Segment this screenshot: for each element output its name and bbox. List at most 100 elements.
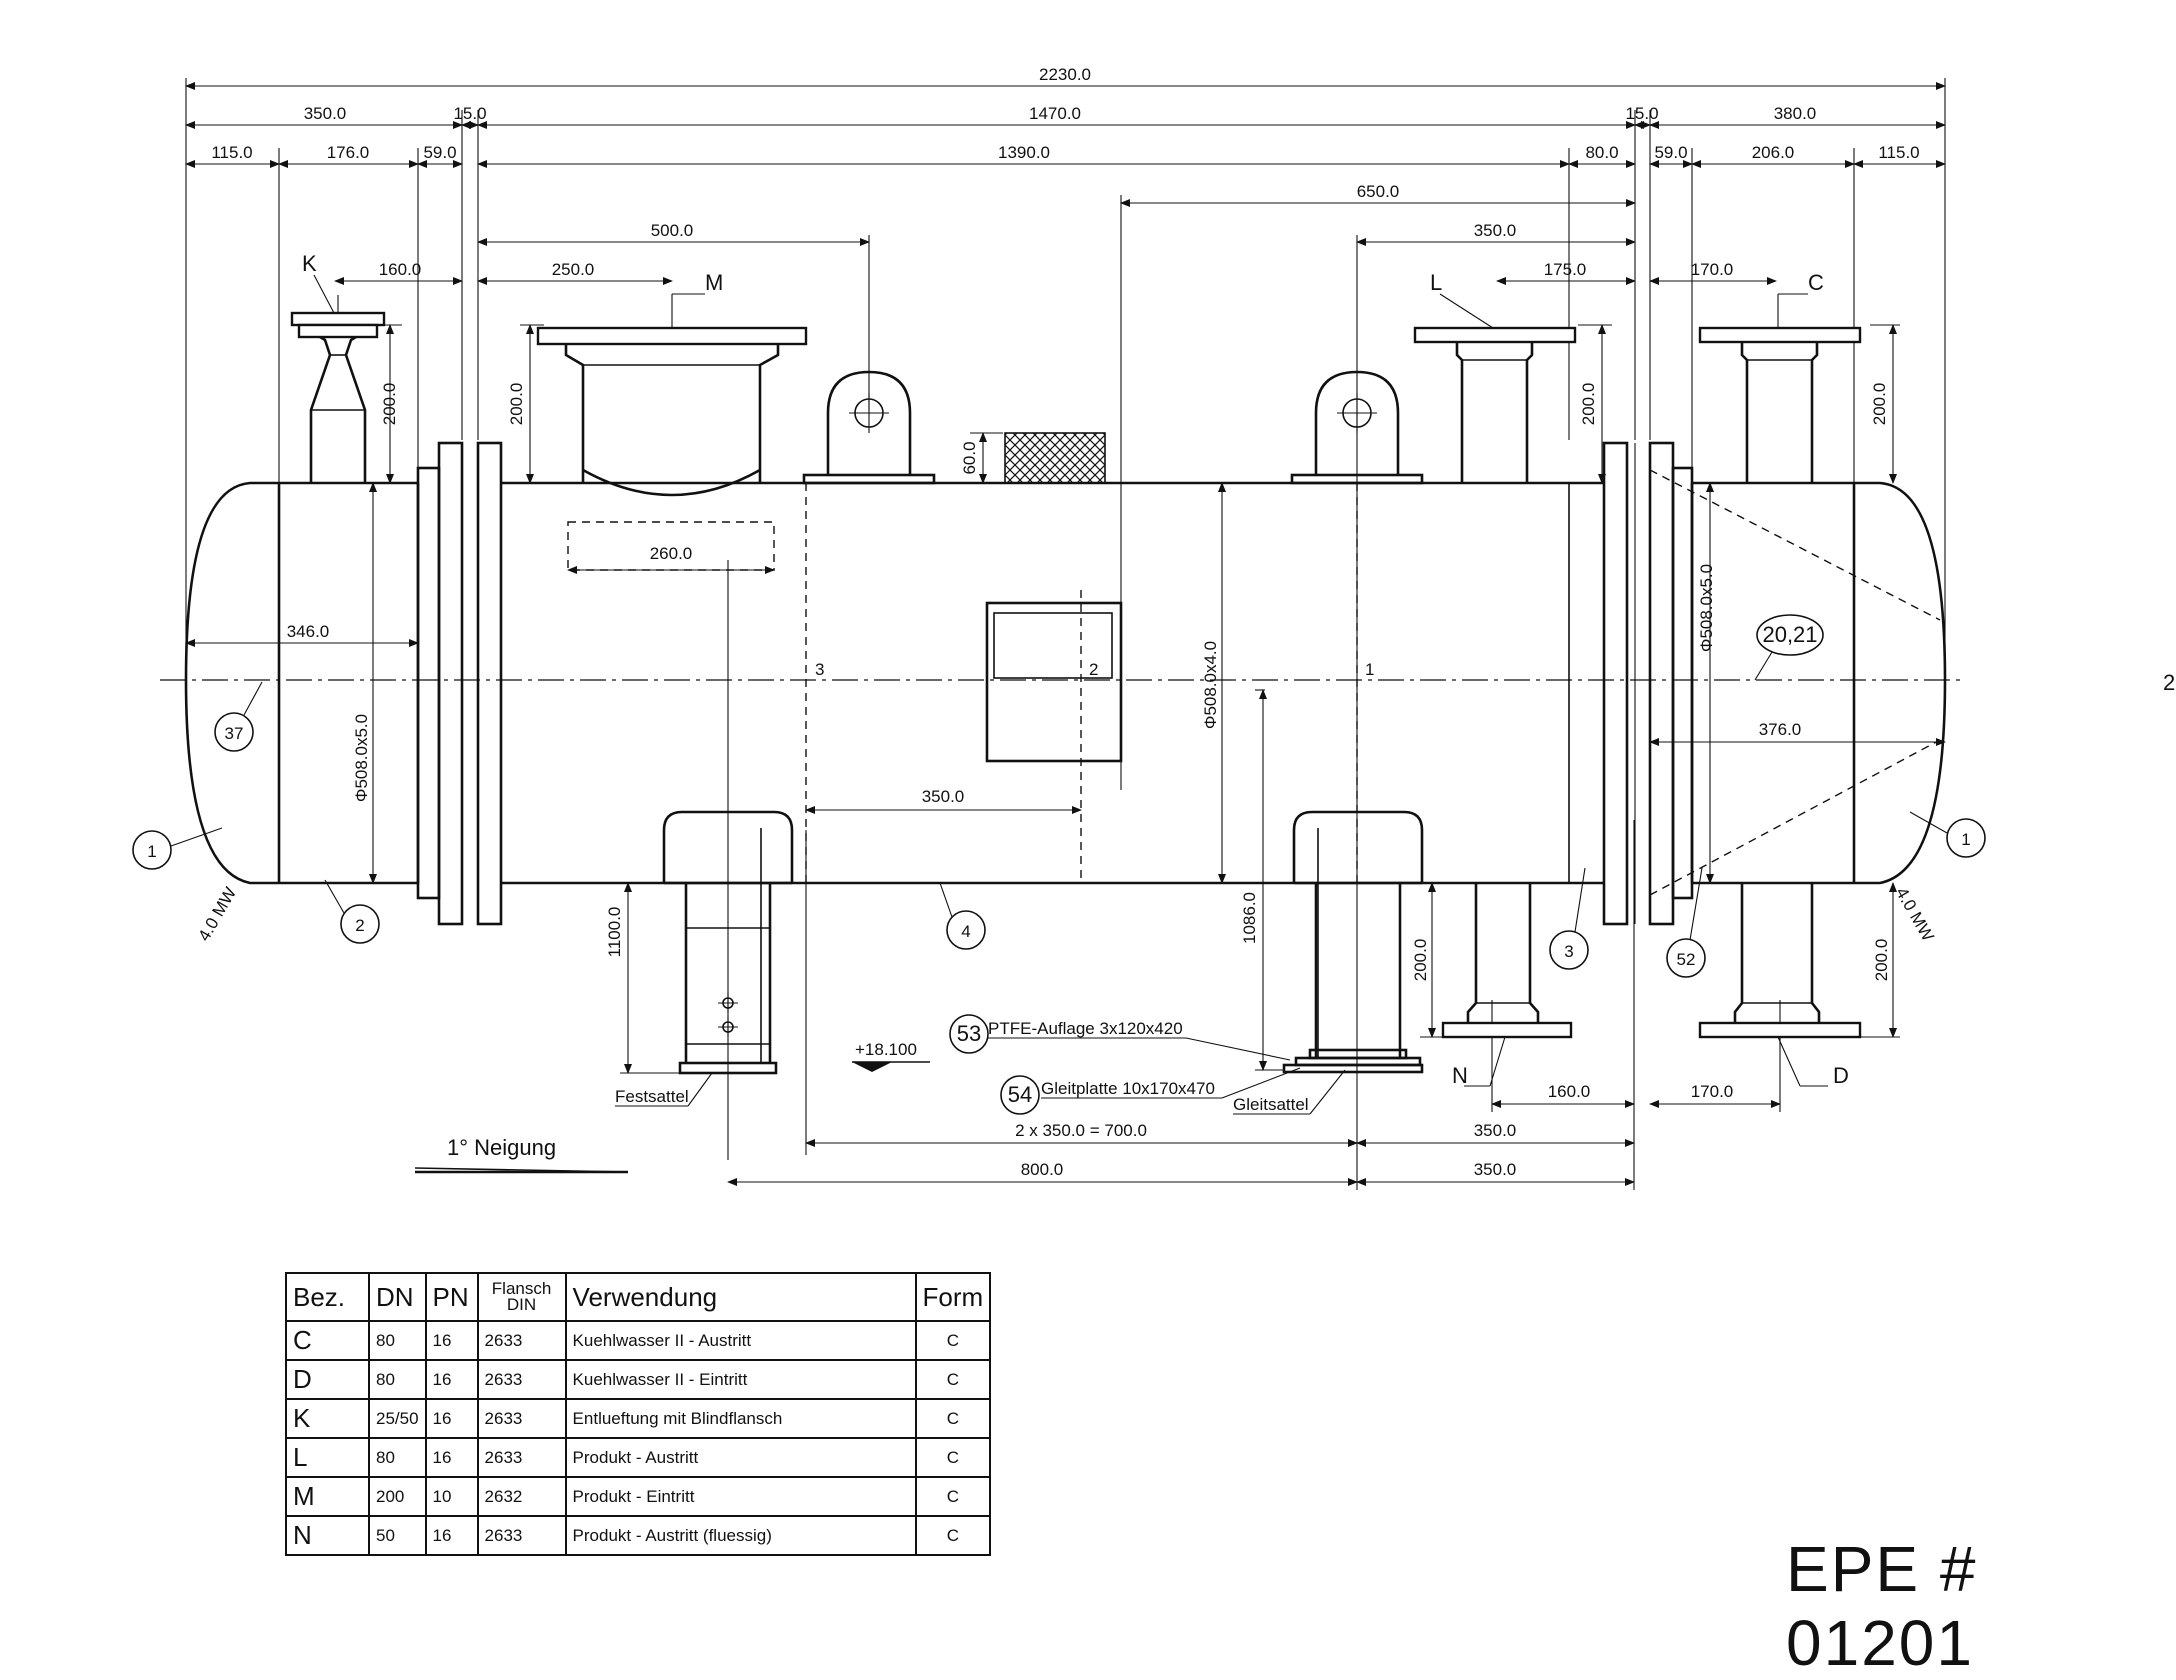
cell-pn: 10 [424, 1476, 479, 1517]
balloon-52: 52 [1677, 950, 1696, 969]
cell-dn: 25/50 [368, 1398, 427, 1439]
nozzle-labels: K M L C N D [302, 251, 1849, 1088]
dim-176: 176.0 [327, 143, 370, 162]
header-bez: Bez. [285, 1272, 370, 1322]
edge-mark: 2 [2163, 670, 2175, 695]
inner-dimension-texts: 346.0 260.0 376.0 350.0 160.0 170.0 2 x … [194, 383, 1937, 1179]
lifting-lug-right [1290, 370, 1424, 485]
inner-dimensions [185, 324, 1946, 1186]
note-elevation: +18.100 [855, 1040, 917, 1059]
weld-note-left: 4.0 MW [194, 884, 240, 944]
dim-1100: 1100.0 [605, 907, 624, 958]
header-verwendung: Verwendung [564, 1272, 917, 1322]
table-row: D 80 16 2633 Kuehlwasser II - Eintritt C [285, 1359, 992, 1400]
note-gleitsattel: Gleitsattel [1233, 1095, 1309, 1114]
balloon-54: 54 [1008, 1082, 1032, 1107]
cell-pn: 16 [424, 1359, 479, 1400]
fixed-saddle [662, 810, 794, 1075]
cell-din: 2633 [476, 1437, 567, 1478]
heat-exchanger-drawing: 2230.0 350.0 15.0 1470.0 15.0 380.0 115.… [132, 65, 2175, 1190]
dim-250-m: 250.0 [552, 260, 595, 279]
dim-175-l: 175.0 [1544, 260, 1587, 279]
nozzle-l [1413, 326, 1577, 483]
dim-59-right: 59.0 [1654, 143, 1687, 162]
dim-115-left: 115.0 [211, 143, 252, 162]
header-form: Form [914, 1272, 992, 1322]
cell-form: C [914, 1476, 992, 1517]
cell-din: 2633 [476, 1320, 567, 1361]
label-m: M [705, 270, 723, 295]
balloon-1-left: 1 [147, 842, 156, 861]
cell-verwendung: Kuehlwasser II - Austritt [564, 1320, 917, 1361]
vessel-body [160, 432, 1960, 926]
part-balloons: 1 2 37 4 3 52 1 20,21 53 54 [132, 614, 1986, 1115]
table-row: M 200 10 2632 Produkt - Eintritt C [285, 1476, 992, 1517]
cell-form: C [914, 1515, 992, 1556]
dim-260: 260.0 [650, 544, 693, 563]
dim-350-top: 350.0 [1474, 221, 1517, 240]
nozzle-d [1698, 883, 1862, 1039]
cell-pn: 16 [424, 1320, 479, 1361]
dim-80: 80.0 [1585, 143, 1618, 162]
dim-350-baffle: 350.0 [922, 787, 965, 806]
notes: PTFE-Auflage 3x120x420 Gleitplatte 10x17… [414, 670, 2175, 1174]
cell-verwendung: Entlueftung mit Blindflansch [564, 1398, 917, 1439]
cell-bez: N [285, 1515, 370, 1556]
dim-flange-left: 15.0 [453, 104, 486, 123]
cell-din: 2633 [476, 1515, 567, 1556]
label-l: L [1430, 270, 1442, 295]
table-row: N 50 16 2633 Produkt - Austritt (fluessi… [285, 1515, 992, 1556]
dim-800: 800.0 [1021, 1160, 1064, 1179]
cell-dn: 80 [368, 1359, 427, 1400]
sliding-saddle [1282, 810, 1424, 1074]
balloon-4: 4 [961, 922, 970, 941]
dim-350-right: 350.0 [1474, 1121, 1517, 1140]
dim-170-c: 170.0 [1691, 260, 1734, 279]
dim-206: 206.0 [1752, 143, 1795, 162]
cell-bez: M [285, 1476, 370, 1517]
dim-170-d: 170.0 [1691, 1082, 1734, 1101]
cell-pn: 16 [424, 1515, 479, 1556]
dim-dia-mid: Φ508.0x4.0 [1201, 641, 1220, 729]
cell-verwendung: Produkt - Austritt (fluessig) [564, 1515, 917, 1556]
cell-din: 2633 [476, 1359, 567, 1400]
note-gleitplatte: Gleitplatte 10x170x470 [1041, 1079, 1215, 1098]
balloon-3: 3 [1564, 942, 1573, 961]
dim-115-right: 115.0 [1878, 143, 1919, 162]
balloon-1-right: 1 [1961, 830, 1970, 849]
header-flansch-line2: DIN [506, 1295, 537, 1314]
balloon-2: 2 [355, 916, 364, 935]
balloon-20-21: 20,21 [1762, 622, 1817, 647]
dim-l-height: 200.0 [1579, 383, 1598, 426]
cell-dn: 200 [368, 1476, 427, 1517]
cell-bez: K [285, 1398, 370, 1439]
header-pn: PN [424, 1272, 479, 1322]
label-n: N [1452, 1063, 1468, 1088]
document-id: EPE # 01201 [1786, 1533, 1978, 1679]
dim-flange-right: 15.0 [1625, 104, 1658, 123]
nozzle-n [1441, 883, 1573, 1039]
label-d: D [1833, 1063, 1849, 1088]
nozzle-m [536, 326, 808, 497]
nozzle-c [1698, 326, 1862, 483]
note-neigung: 1° Neigung [447, 1135, 556, 1160]
cell-verwendung: Kuehlwasser II - Eintritt [564, 1359, 917, 1400]
cell-dn: 80 [368, 1320, 427, 1361]
balloon-53: 53 [957, 1021, 981, 1046]
extension-lines-small [378, 324, 1900, 1074]
baffle-3: 3 [815, 660, 824, 679]
dim-160-k: 160.0 [379, 260, 422, 279]
note-ptfe: PTFE-Auflage 3x120x420 [988, 1019, 1183, 1038]
dim-m-height: 200.0 [507, 383, 526, 426]
dim-dia-right: Φ508.0x5.0 [1697, 564, 1716, 652]
baffle-2: 2 [1089, 660, 1098, 679]
dim-d-height: 200.0 [1872, 939, 1891, 982]
cell-bez: C [285, 1320, 370, 1361]
cell-verwendung: Produkt - Austritt [564, 1437, 917, 1478]
label-c: C [1808, 270, 1824, 295]
note-festsattel: Festsattel [615, 1087, 689, 1106]
top-dimension-texts: 2230.0 350.0 15.0 1470.0 15.0 380.0 115.… [211, 65, 1919, 279]
baffle-numbers: 3 2 1 [815, 660, 1374, 679]
dim-1086: 1086.0 [1240, 892, 1259, 944]
